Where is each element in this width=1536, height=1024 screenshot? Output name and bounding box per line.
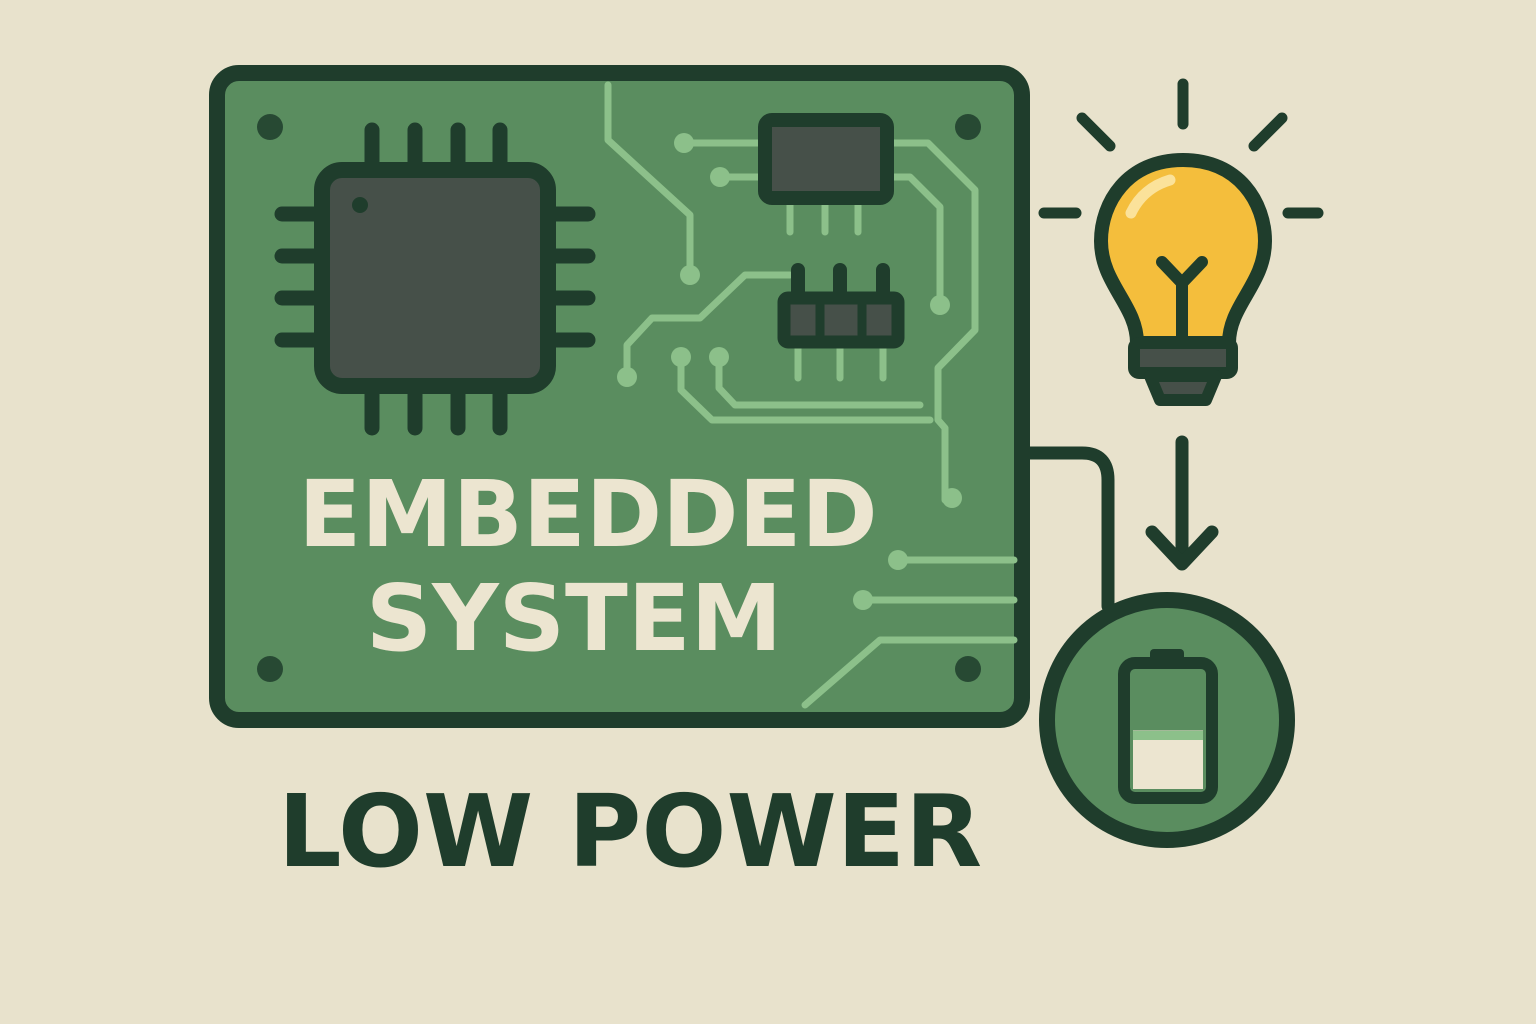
small-ic — [758, 113, 894, 236]
board-label-line2: SYSTEM — [366, 565, 782, 672]
board-label-line1: EMBEDDED — [298, 461, 877, 568]
mounting-hole — [955, 114, 981, 140]
arrow-down-icon — [1145, 435, 1219, 571]
mounting-hole — [257, 114, 283, 140]
circuit-traces — [604, 81, 1018, 709]
pin-header — [777, 263, 905, 382]
mounting-hole — [955, 656, 981, 682]
power-wire — [1015, 446, 1115, 613]
microchip-icon — [274, 122, 596, 436]
battery-icon — [1039, 592, 1295, 848]
light-bulb-icon — [1038, 78, 1324, 406]
battery-charge-fill — [1133, 730, 1203, 789]
circuit-board: EMBEDDED SYSTEM — [209, 65, 1030, 728]
mounting-hole — [257, 656, 283, 682]
low-power-caption: LOW POWER — [278, 773, 982, 890]
light-rays — [1038, 78, 1324, 219]
trace-pads — [617, 133, 962, 610]
